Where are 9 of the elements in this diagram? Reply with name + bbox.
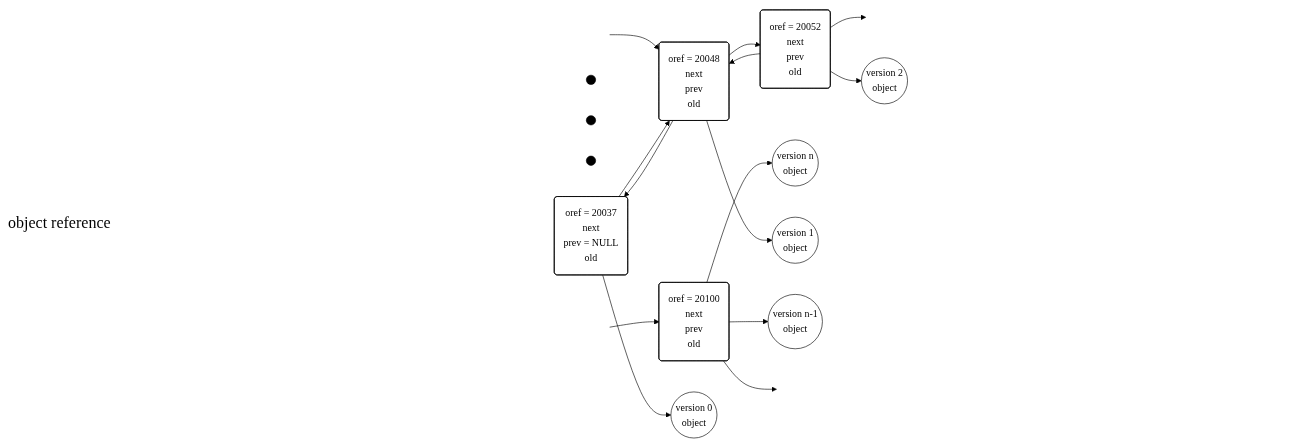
node-circle: version 2 object [861,57,908,105]
node-circle: version n-1 object [767,294,823,350]
node-circle: version 0 object [670,391,718,439]
node-circle: version n object [771,139,819,187]
node-circle [586,115,597,126]
node-circle [586,74,597,85]
note-label: object reference [8,214,112,232]
node-circle [586,155,597,166]
node-circle: version 1 object [771,216,819,264]
